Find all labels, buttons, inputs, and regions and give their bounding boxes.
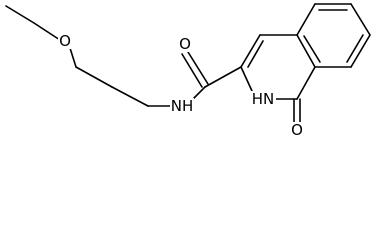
ethoxypropyl-chain (5, 5, 171, 107)
bond-carbonyl-c3 (204, 66, 242, 88)
bond-carbonyl-double-a (181, 53, 203, 88)
lactam-oxygen-label: O (291, 121, 303, 139)
ether-oxygen-bg (58, 33, 72, 49)
pyridone-ring (240, 34, 316, 124)
bond-c8a-c1 (296, 66, 316, 100)
bond-c8a-c4a-inner (303, 35, 321, 63)
lactam-oxygen-bg (290, 122, 304, 138)
bond-c4a-c8a (296, 34, 316, 68)
bond-c6-c7 (350, 3, 371, 36)
bond-ch2-ch2-b (111, 86, 149, 107)
bond-c4a-c5 (296, 3, 316, 36)
bond-carbonyl-double-b (187, 51, 209, 85)
amide-group (181, 51, 242, 102)
benzene-ring (296, 3, 371, 68)
ether-oxygen-label: O (59, 32, 71, 50)
bond-ch3-ch2 (5, 5, 35, 24)
bond-ch2-ch2-a (75, 66, 113, 88)
amide-nitrogen-bg (170, 98, 194, 114)
bond-o-ch2 (69, 47, 77, 68)
bond-c3-c4 (240, 34, 261, 68)
ring-nitrogen-label: HN (252, 90, 275, 108)
amide-oxygen-bg (178, 36, 192, 52)
bond-ch2-o (33, 22, 61, 41)
molecule-diagram: O O NH HN O (5, 3, 371, 139)
bond-c7-c8 (350, 34, 371, 68)
amide-nitrogen-label: NH (171, 97, 194, 115)
bond-n2-c3 (240, 66, 253, 92)
atom-labels: O O NH HN O (58, 32, 304, 139)
bond-c3-c4-inner (247, 40, 264, 68)
amide-oxygen-label: O (179, 35, 191, 53)
bond-c7-c8-inner (346, 34, 364, 63)
ring-nitrogen-bg (251, 91, 276, 107)
